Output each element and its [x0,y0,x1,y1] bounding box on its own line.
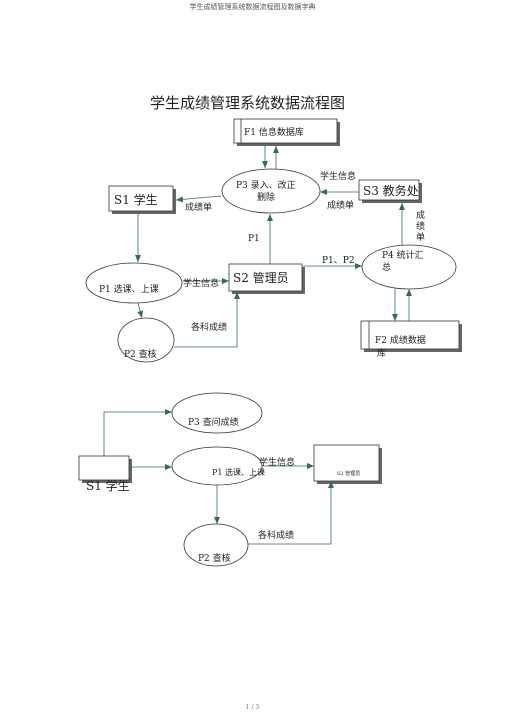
p4-label-line2: 总 [382,261,391,273]
d2-p1-label: P1 选课、上课 [212,467,265,477]
s3-label: S3 教务处 [363,183,419,198]
p1-course-process: P1 选课、上课 [85,262,183,304]
page-header: 学生成绩管理系统数据流程图及数据字典 [189,3,316,11]
flow-label-grade-left: 成绩单 [185,201,212,213]
p3-label-line2: 删除 [257,191,275,203]
flow-label-grade-right: 成绩单 [327,199,354,211]
d2-p1-course-process: P1 选课、上课 [171,446,265,486]
p4-label-line1: P4 统计汇 [382,249,424,261]
flow-label-p1: P1 [248,234,260,244]
flow-label-subject-grades: 各科成绩 [191,321,227,333]
p2-review-process: P2 查核 [117,317,175,363]
d2-p2-review-process: P2 查核 [183,523,249,567]
p3-label-line1: P3 录入、改正 [236,179,296,191]
d2-s1-label: S1 学生 [86,478,130,493]
p1-label: P1 选课、上课 [99,283,159,295]
s2-administrator-entity: S2 管理员 [228,263,305,294]
flow-p3-to-s1 [175,195,222,203]
p3-entry-process: P3 录入、改正 删除 [221,168,321,214]
d2-flow-s1-to-p3 [103,409,172,456]
diagram1-flows [135,145,412,348]
flow-p1-to-p2 [137,302,144,319]
flow-p2-to-s2 [174,292,240,348]
p2-label: P2 查核 [124,348,157,360]
flow-label-p1p2: P1、P2 [322,256,355,266]
s1-label: S1 学生 [114,192,158,207]
f2-label-line1: F2 成绩数据 [375,334,426,346]
d2-p3-label: P3 查问成绩 [188,416,239,428]
flow-label-grade-vertical-3: 单 [416,231,425,243]
d2-p2-label: P2 查核 [198,552,231,564]
f2-label-line2: 库 [377,347,386,359]
d2-flow-label-subject-grades: 各科成绩 [258,529,294,541]
p4-statistics-process: P4 统计汇 总 [361,244,457,290]
d2-flow-p2-to-s2 [248,481,334,545]
f1-info-database: F1 信息数据库 [233,118,340,146]
flow-label-grade-vertical-1: 成 [416,209,425,221]
diagram-title: 学生成绩管理系统数据流程图 [150,94,346,112]
d2-s2-administrator-entity: S2 管理员 [313,444,382,484]
s3-academic-office-entity: S3 教务处 [358,179,422,203]
flow-label-grade-vertical-2: 绩 [416,220,425,232]
page-footer: 1 / 3 [245,704,260,711]
s1-student-entity: S1 学生 [108,185,176,214]
f1-label: F1 信息数据库 [244,126,304,138]
d2-p3-query-process: P3 查问成绩 [171,392,263,434]
d2-flow-label-student-info: 学生信息 [259,456,295,468]
d2-s2-label: S2 管理员 [337,470,360,477]
s2-label: S2 管理员 [233,270,289,285]
diagram2-flows [103,409,334,545]
flow-label-student-info-mid: 学生信息 [183,277,219,289]
d2-s1-student-entity: S1 学生 [78,455,132,493]
f2-grade-database: F2 成绩数据 库 [360,320,462,359]
flow-label-student-info-top: 学生信息 [320,170,356,182]
